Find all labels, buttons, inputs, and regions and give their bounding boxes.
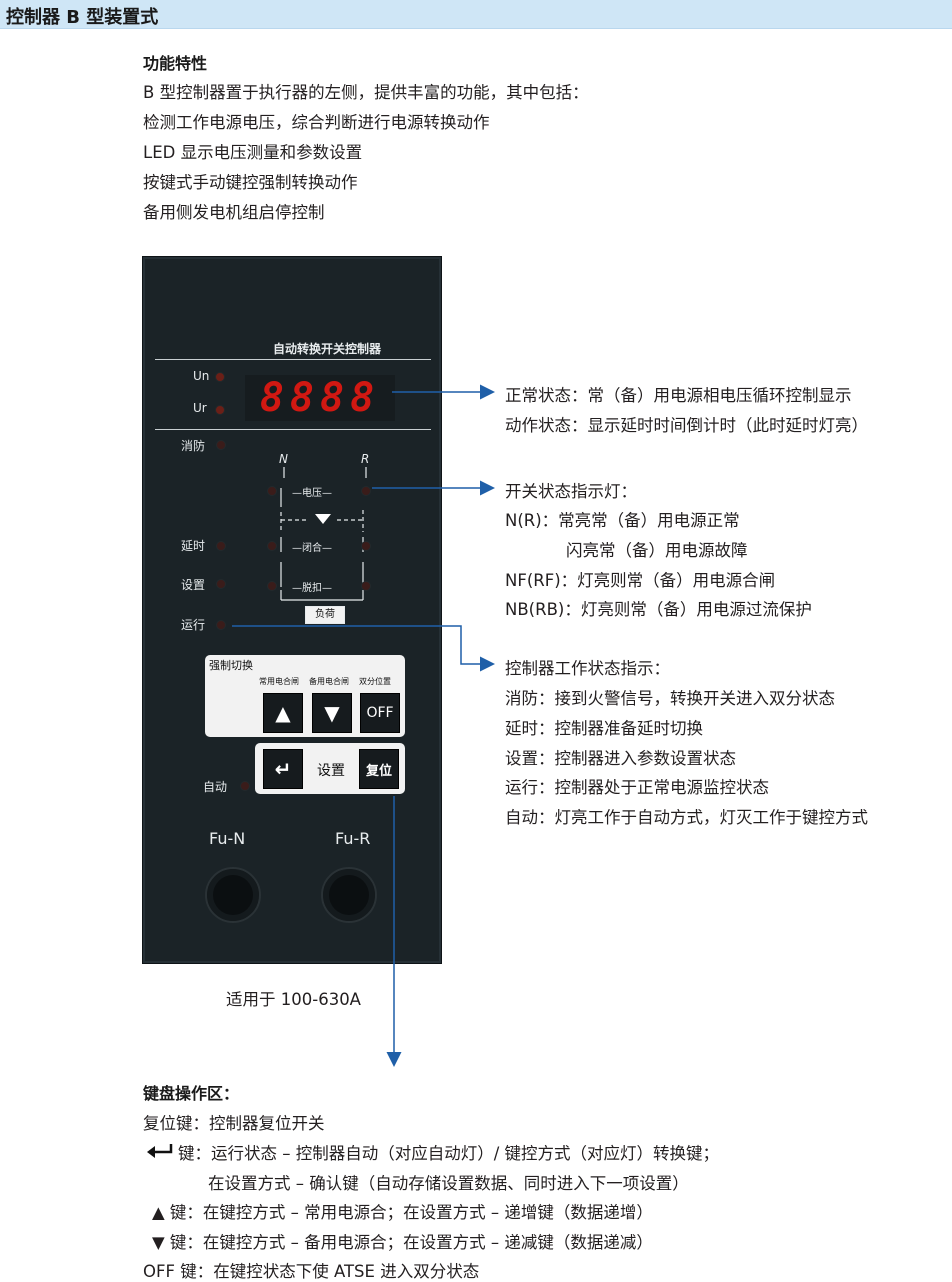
fuse-n [205, 867, 261, 923]
panel-divider [155, 429, 431, 430]
status-callout: 设置：控制器进入参数设置状态 [505, 749, 736, 768]
keyboard-title: 键盘操作区： [143, 1084, 240, 1103]
switch-callout: N(R)：常亮常（备）用电源正常 [505, 511, 740, 530]
rf-led [361, 541, 371, 551]
rb-led [361, 581, 371, 591]
fire-led [216, 440, 226, 450]
status-callout: 自动：灯亮工作于自动方式，灯灭工作于键控方式 [505, 808, 868, 827]
feature-line: B 型控制器置于执行器的左侧，提供丰富的功能，其中包括： [143, 83, 589, 102]
header-bar: 控制器 B 型装置式 [0, 0, 952, 29]
fu-n-label: Fu-N [209, 829, 246, 848]
un-led [215, 372, 225, 382]
ur-label: Ur [193, 401, 207, 415]
setting-panel: ↵ 设置 复位 [255, 743, 405, 794]
voltage-label: —电压— [292, 488, 332, 499]
features-title: 功能特性 [143, 54, 208, 73]
keyboard-line: 键：运行状态 – 控制器自动（对应自动灯）/ 键控方式（对应灯）转换键； [178, 1144, 720, 1163]
feature-line: LED 显示电压测量和参数设置 [143, 143, 363, 162]
fire-label: 消防 [181, 439, 206, 453]
panel-title: 自动转换开关控制器 [273, 342, 382, 356]
feature-line: 按键式手动键控强制转换动作 [143, 173, 358, 192]
enter-icon: ↵ [274, 757, 292, 781]
fu-r-label: Fu-R [335, 829, 371, 848]
setting-led [216, 579, 226, 589]
switch-diagram [280, 467, 367, 601]
forced-switch-title: 强制切换 [209, 659, 253, 672]
enter-key[interactable]: ↵ [263, 749, 303, 789]
display-callout-1: 正常状态：常（备）用电源相电压循环控制显示 [505, 386, 852, 405]
display-callout-2: 动作状态：显示延时时间倒计时（此时延时灯亮） [505, 416, 868, 435]
applies-text: 适用于 100-630A [226, 990, 361, 1009]
led-display: 8888 [245, 375, 395, 421]
double-open-label: 双分位置 [359, 677, 391, 686]
rv-led [361, 486, 371, 496]
feature-line: 备用侧发电机组启停控制 [143, 203, 325, 222]
close-label: —闭合— [292, 543, 332, 554]
status-callout: 运行：控制器处于正常电源监控状态 [505, 778, 769, 797]
status-callout: 消防：接到火警信号，转换开关进入双分状态 [505, 689, 835, 708]
feature-line: 检测工作电源电压，综合判断进行电源转换动作 [143, 113, 490, 132]
nb-led [267, 581, 277, 591]
auto-label: 自动 [203, 780, 228, 794]
running-label: 运行 [181, 618, 206, 632]
up-icon: ▲ [275, 701, 291, 725]
trip-label: —脱扣— [292, 583, 332, 594]
load-box: 负荷 [305, 606, 345, 624]
panel-divider [155, 359, 431, 360]
switch-callout: NB(RB)：灯亮则常（备）用电源过流保护 [505, 600, 812, 619]
off-key[interactable]: OFF [360, 693, 400, 733]
keyboard-line: 在设置方式 – 确认键（自动存储设置数据、同时进入下一项设置） [208, 1174, 689, 1193]
keyboard-line: 复位键：控制器复位开关 [143, 1114, 325, 1133]
reset-key[interactable]: 复位 [359, 749, 399, 789]
page-title: 控制器 B 型装置式 [6, 7, 159, 28]
down-icon: ▼ [324, 701, 340, 725]
enter-icon [147, 1144, 173, 1158]
keyboard-line: ▲ 键：在键控方式 – 常用电源合；在设置方式 – 递增键（数据递增） [152, 1203, 653, 1222]
delay-led [216, 541, 226, 551]
auto-led [240, 781, 250, 791]
normal-close-label: 常用电合闸 [259, 677, 299, 686]
status-callout: 延时：控制器准备延时切换 [505, 719, 703, 738]
switch-callout: NF(RF)：灯亮则常（备）用电源合闸 [505, 571, 776, 590]
running-led [216, 620, 226, 630]
delay-label: 延时 [181, 539, 206, 553]
status-callout-title: 控制器工作状态指示： [505, 659, 670, 678]
n-label: N [279, 452, 288, 466]
keyboard-line: ▼ 键：在键控方式 – 备用电源合；在设置方式 – 递减键（数据递减） [152, 1233, 653, 1252]
backup-close-label: 备用电合闸 [309, 677, 349, 686]
controller-panel: 自动转换开关控制器 Un Ur 8888 消防 N R —电压— 延时 —闭合—… [142, 256, 442, 964]
forced-switch-panel: 强制切换 常用电合闸 备用电合闸 双分位置 ▲ ▼ OFF [205, 655, 405, 737]
ur-led [215, 405, 225, 415]
r-label: R [361, 452, 370, 466]
switch-callout: 闪亮常（备）用电源故障 [566, 541, 748, 560]
setting-key-label: 设置 [317, 763, 345, 779]
up-key[interactable]: ▲ [263, 693, 303, 733]
switch-callout-title: 开关状态指示灯： [505, 482, 637, 501]
un-label: Un [193, 369, 210, 383]
setting-label: 设置 [181, 578, 206, 592]
fuse-r [321, 867, 377, 923]
nv-led [267, 486, 277, 496]
nf-led [267, 541, 277, 551]
keyboard-line: OFF 键：在键控状态下使 ATSE 进入双分状态 [143, 1262, 480, 1281]
down-key[interactable]: ▼ [312, 693, 352, 733]
